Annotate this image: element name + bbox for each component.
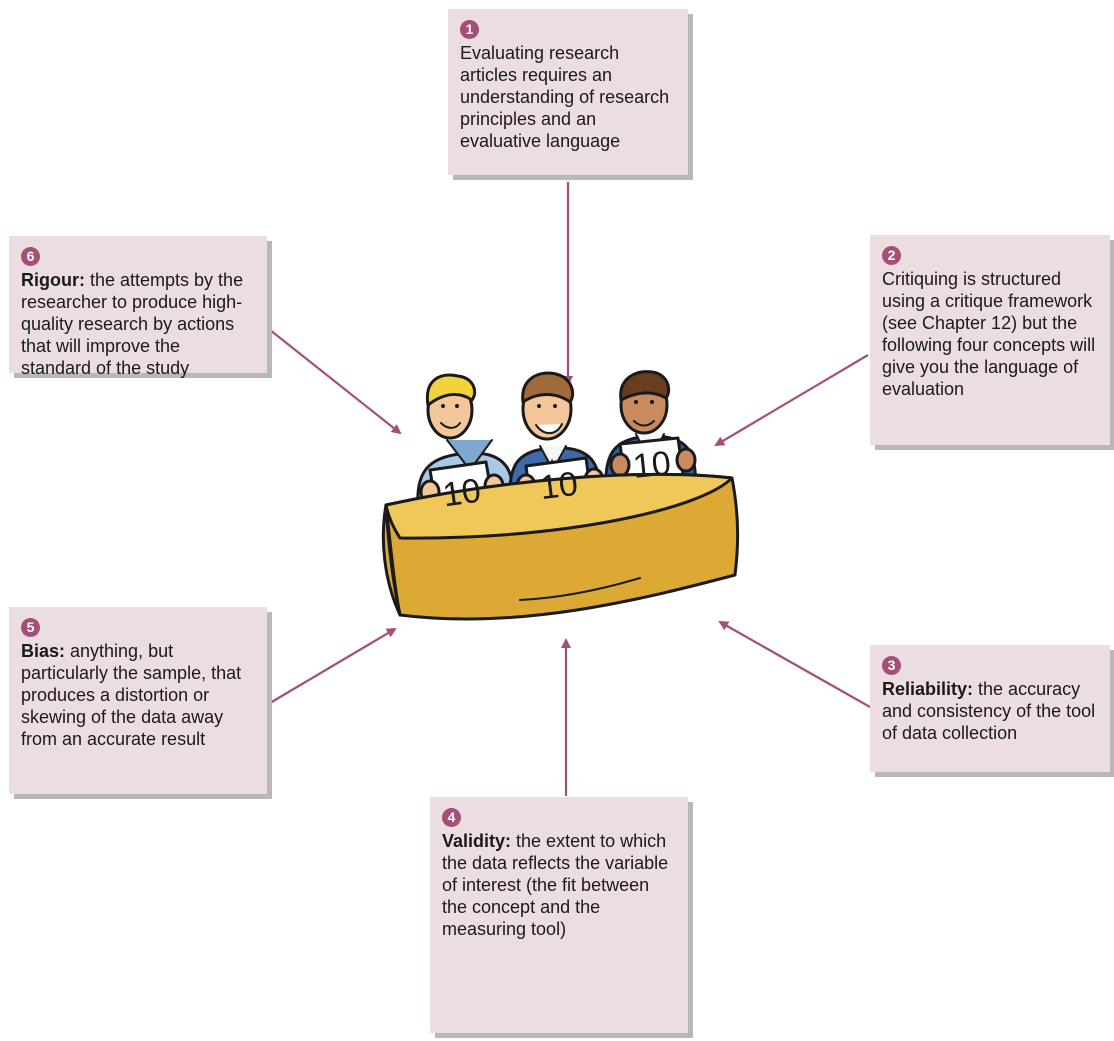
judges-table: [381, 473, 740, 621]
concept-box-6: 6 Rigour: the attempts by the researcher…: [9, 236, 267, 378]
number-badge: 2: [882, 246, 901, 265]
judges-illustration: [381, 370, 740, 621]
box-text: Bias: anything, but particularly the sam…: [21, 641, 242, 749]
score-card-text-1: 10: [440, 472, 483, 515]
concept-box-2: 2 Critiquing is structured using a criti…: [870, 235, 1110, 445]
number-badge: 1: [460, 20, 479, 39]
number-badge: 3: [882, 656, 901, 675]
concept-box-3: 3 Reliability: the accuracy and consiste…: [870, 645, 1110, 772]
concept-box-4: 4 Validity: the extent to which the data…: [430, 797, 688, 1033]
box-text: Reliability: the accuracy and consistenc…: [882, 679, 1096, 743]
arrow-from-box-5: [269, 627, 397, 704]
box-text: Validity: the extent to which the data r…: [442, 831, 669, 939]
arrow-from-box-2: [714, 354, 869, 447]
concept-box-1: 1 Evaluating research articles requires …: [448, 9, 688, 175]
score-card-text-2: 10: [538, 465, 580, 507]
number-badge: 5: [21, 618, 40, 637]
concept-box-5: 5 Bias: anything, but particularly the s…: [9, 607, 267, 794]
box-text: Rigour: the attempts by the researcher t…: [21, 270, 244, 378]
box-text: Evaluating research articles requires an…: [460, 43, 670, 151]
score-card-text-3: 10: [631, 444, 673, 486]
number-badge: 6: [21, 247, 40, 266]
number-badge: 4: [442, 808, 461, 827]
arrow-from-box-3: [718, 621, 871, 708]
box-text: Critiquing is structured using a critiqu…: [882, 269, 1096, 399]
arrow-from-box-6: [269, 329, 402, 435]
